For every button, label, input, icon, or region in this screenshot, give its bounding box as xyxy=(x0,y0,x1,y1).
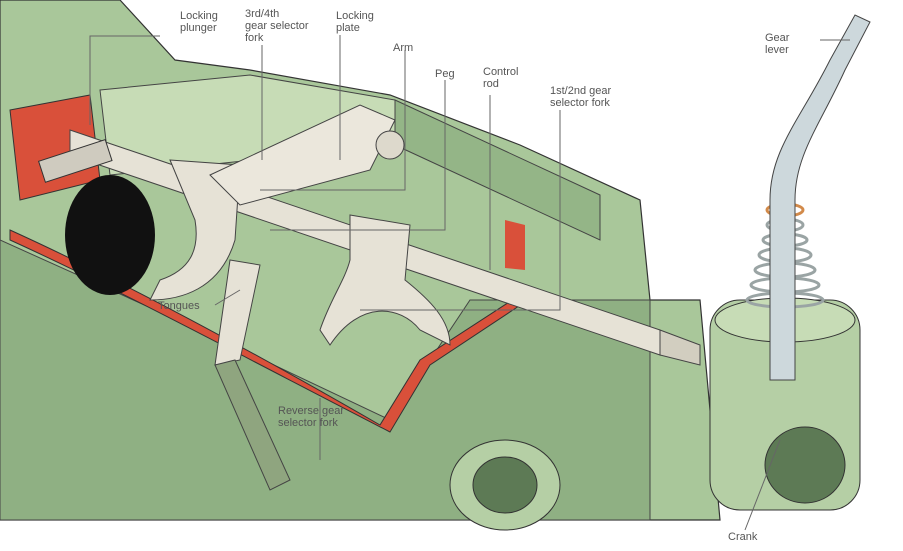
fork-34 xyxy=(149,159,241,301)
label-fork-34: 3rd/4th gear selector fork xyxy=(245,8,309,44)
reverse-fork xyxy=(214,259,261,366)
fork-12 xyxy=(319,214,451,346)
label-gear-lever: Gear lever xyxy=(765,32,790,56)
label-arm: Arm xyxy=(393,42,414,54)
casing-opening xyxy=(65,175,155,295)
label-control-rod: Control rod xyxy=(483,66,519,90)
label-tongues: Tongues xyxy=(158,300,200,312)
bore-hole xyxy=(472,456,538,514)
locking-plunger xyxy=(37,139,113,183)
label-crank: Crank xyxy=(728,531,758,543)
label-fork-12: 1st/2nd gear selector fork xyxy=(550,85,612,109)
gasket-right xyxy=(505,220,525,270)
label-peg: Peg xyxy=(435,68,455,80)
leader-lines xyxy=(89,35,850,531)
casing-side-wall xyxy=(394,99,601,241)
arm-pivot xyxy=(375,130,405,160)
label-reverse-fork: Reverse gear selector fork xyxy=(278,405,345,429)
label-locking-plate: Locking plate xyxy=(336,10,374,34)
rod-extension xyxy=(659,329,701,366)
housing-bore xyxy=(764,426,846,504)
label-locking-plunger: Locking plunger xyxy=(180,10,218,34)
gear-lever xyxy=(769,14,871,381)
reverse-link xyxy=(214,359,291,491)
